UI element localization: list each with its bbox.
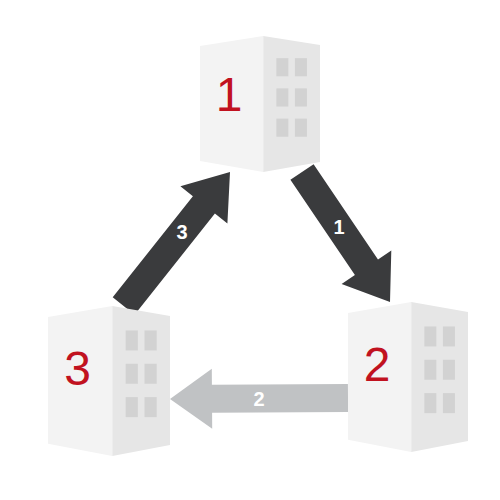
- building-number: 3: [48, 345, 107, 393]
- block-arrow: [290, 164, 391, 302]
- window: [276, 119, 288, 137]
- window: [424, 360, 436, 380]
- building-face: [263, 36, 320, 172]
- window: [126, 330, 138, 350]
- arrow-label-holder: 3: [177, 222, 188, 242]
- building-node: 3: [48, 306, 170, 456]
- window: [126, 397, 138, 417]
- building-face: [348, 302, 411, 452]
- window: [443, 393, 455, 413]
- window: [295, 88, 307, 106]
- building-face: [200, 36, 263, 172]
- arrow-label-holder: 2: [253, 389, 264, 409]
- window: [443, 360, 455, 380]
- building-node: 2: [348, 302, 468, 452]
- building-number: 2: [348, 341, 406, 389]
- arrow-number: 3: [177, 222, 188, 242]
- window: [144, 330, 156, 350]
- arrow-number: 2: [253, 389, 264, 409]
- window: [424, 326, 436, 346]
- block-arrow: [113, 172, 230, 315]
- window: [144, 364, 156, 384]
- window: [276, 88, 288, 106]
- building-node: 1: [200, 36, 320, 172]
- window: [276, 58, 288, 76]
- building-number: 1: [200, 71, 258, 119]
- building-face: [48, 306, 112, 456]
- window: [144, 397, 156, 417]
- arrow-number: 1: [333, 217, 344, 237]
- building-face: [112, 306, 170, 456]
- arrow-label-holder: 1: [333, 217, 344, 237]
- window: [424, 393, 436, 413]
- window: [295, 119, 307, 137]
- block-arrow: [170, 369, 348, 429]
- window: [443, 326, 455, 346]
- building-face: [411, 302, 468, 452]
- window: [295, 58, 307, 76]
- window: [126, 364, 138, 384]
